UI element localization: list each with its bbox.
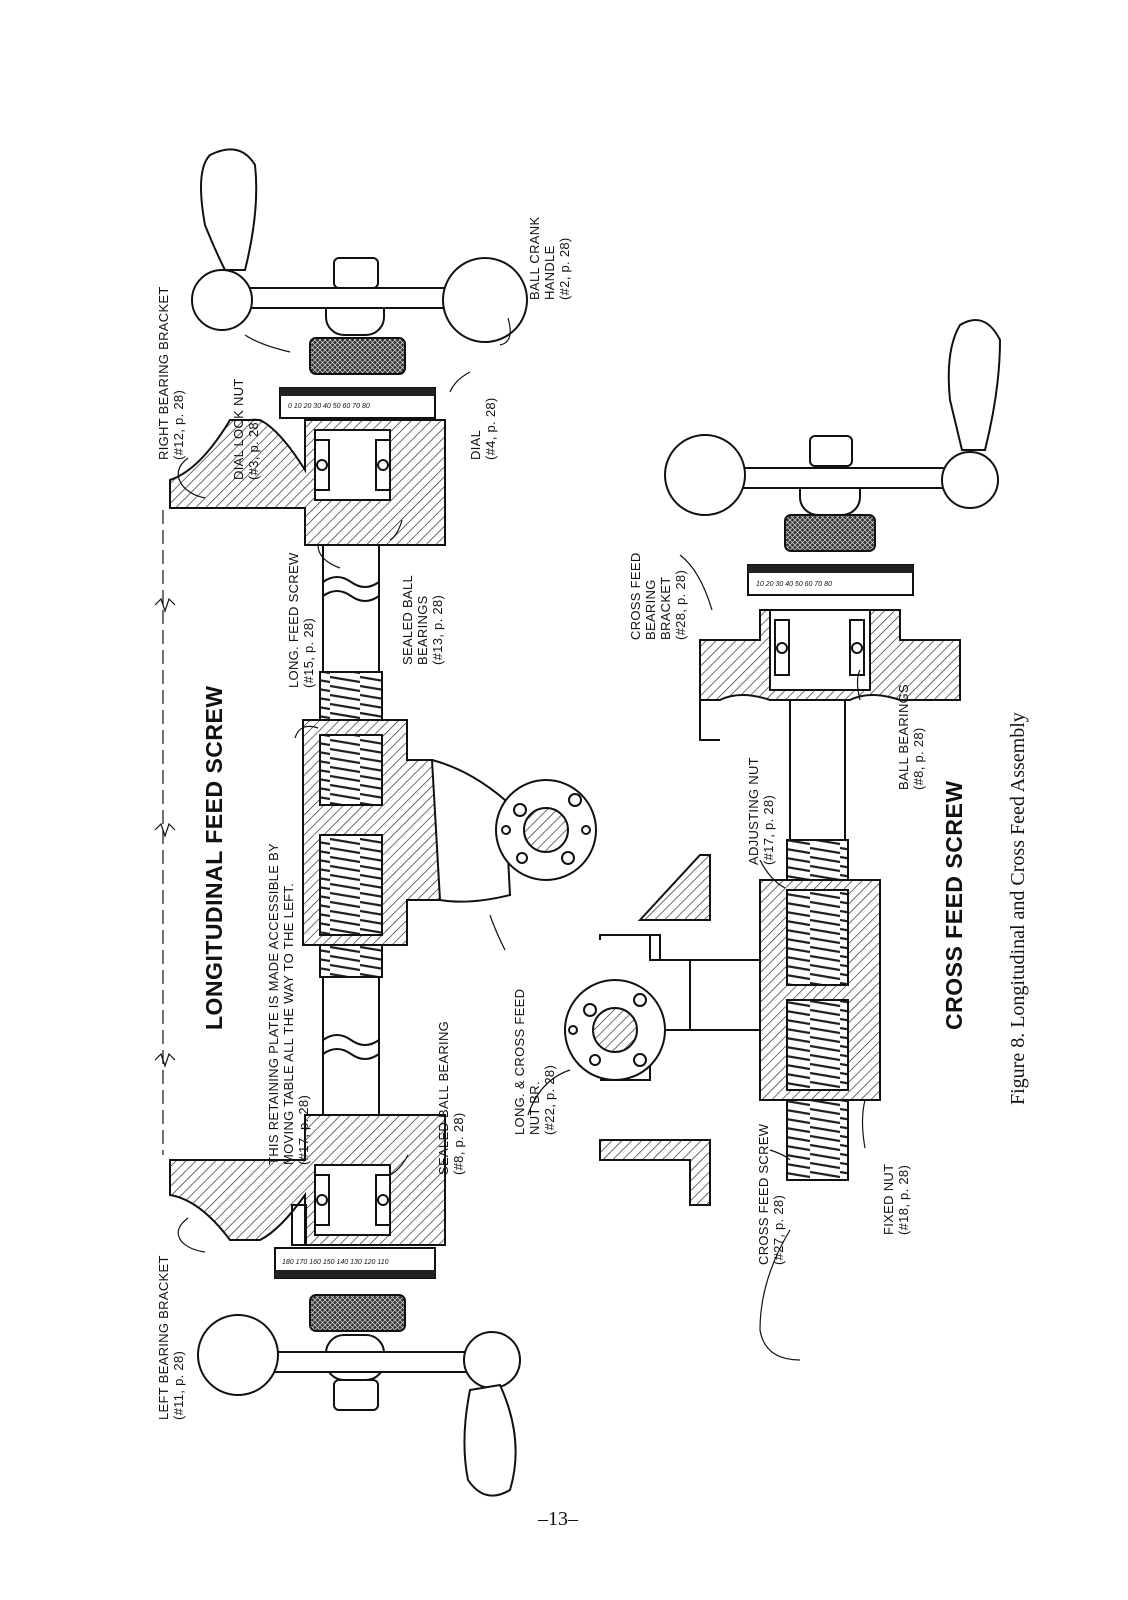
svg-text:(#3, p. 28): (#3, p. 28) xyxy=(246,417,261,480)
cross-crank-ball-left xyxy=(664,434,746,516)
svg-text:BALL BEARINGS: BALL BEARINGS xyxy=(896,684,911,790)
right-crank-ball-left xyxy=(191,269,253,331)
svg-text:(#8, p. 28): (#8, p. 28) xyxy=(451,1112,466,1175)
svg-text:DIAL LOCK NUT: DIAL LOCK NUT xyxy=(231,378,246,480)
label-longitudinal-title: LONGITUDINAL FEED SCREW xyxy=(201,685,227,1030)
svg-text:LEFT BEARING BRACKET: LEFT BEARING BRACKET xyxy=(156,1255,171,1420)
label-ball-crank-handle: BALL CRANK HANDLE (#2, p. 28) xyxy=(527,217,572,300)
label-dial: DIAL (#4, p. 28) xyxy=(468,397,498,460)
right-handle-grip xyxy=(200,148,258,271)
label-cross-title: CROSS FEED SCREW xyxy=(941,780,967,1030)
label-retaining-plate-note: THIS RETAINING PLATE IS MADE ACCESSIBLE … xyxy=(266,843,311,1165)
dial-right-marks: 0 10 20 30 40 50 60 70 80 xyxy=(288,403,370,410)
label-sealed-ball-bearings: SEALED BALL BEARINGS (#13, p. 28) xyxy=(400,575,445,665)
cross-crank-ball-right xyxy=(941,451,999,509)
svg-text:(#13, p. 28): (#13, p. 28) xyxy=(430,595,445,665)
label-dial-lock-nut: DIAL LOCK NUT (#3, p. 28) xyxy=(231,378,261,480)
svg-text:(#27, p. 28): (#27, p. 28) xyxy=(771,1195,786,1265)
cross-hex-nut xyxy=(809,435,853,467)
svg-text:(#17, p. 28): (#17, p. 28) xyxy=(761,795,776,865)
svg-text:(#4, p. 28): (#4, p. 28) xyxy=(483,397,498,460)
svg-text:BEARING: BEARING xyxy=(643,579,658,640)
label-adjusting-nut: ADJUSTING NUT (#17, p. 28) xyxy=(746,757,776,865)
table-way-lower xyxy=(599,1139,711,1206)
label-long-cross-feed-nut: LONG. & CROSS FEED NUT BR. (#22, p. 28) xyxy=(512,989,557,1135)
svg-text:(#12, p. 28): (#12, p. 28) xyxy=(171,390,186,460)
svg-text:SEALED BALL: SEALED BALL xyxy=(400,575,415,665)
svg-text:BRACKET: BRACKET xyxy=(658,576,673,640)
svg-text:(#17, p. 28): (#17, p. 28) xyxy=(296,1095,311,1165)
longitudinal-feed-screw-drawing: 0 10 20 30 40 50 60 70 80 180 170 160 15… xyxy=(154,148,597,1497)
label-fixed-nut: FIXED NUT (#18, p. 28) xyxy=(881,1164,911,1235)
svg-text:CROSS FEED SCREW: CROSS FEED SCREW xyxy=(941,780,967,1030)
svg-text:(#22, p. 28): (#22, p. 28) xyxy=(542,1065,557,1135)
dial-lock-nut xyxy=(309,337,406,375)
label-cross-feed-screw: CROSS FEED SCREW (#27, p. 28) xyxy=(756,1123,786,1265)
right-crank-arm xyxy=(239,287,471,309)
label-long-feed-screw: LONG. FEED SCREW (#15, p. 28) xyxy=(286,552,316,688)
label-sealed-ball-bearing: SEALED BALL BEARING (#8, p. 28) xyxy=(436,1021,466,1175)
right-hex-nut xyxy=(333,257,379,289)
table-way-upper xyxy=(637,854,711,921)
svg-text:ADJUSTING NUT: ADJUSTING NUT xyxy=(746,757,761,865)
cross-feed-screw-drawing: 10 20 30 40 50 60 70 80 xyxy=(564,319,1002,1206)
label-left-bearing-bracket: LEFT BEARING BRACKET (#11, p. 28) xyxy=(156,1255,186,1420)
right-bearing-bracket xyxy=(169,419,446,546)
svg-text:THIS RETAINING PLATE IS MADE: THIS RETAINING PLATE IS MADE ACCESSIBLE … xyxy=(266,843,281,1165)
svg-text:BALL CRANK: BALL CRANK xyxy=(527,217,542,300)
svg-text:LONG. & CROSS FEED: LONG. & CROSS FEED xyxy=(512,989,527,1135)
svg-text:HANDLE: HANDLE xyxy=(542,245,557,300)
svg-text:(#8, p. 28): (#8, p. 28) xyxy=(911,727,926,790)
svg-text:RIGHT BEARING BRACKET: RIGHT BEARING BRACKET xyxy=(156,286,171,460)
svg-text:BEARINGS: BEARINGS xyxy=(415,595,430,665)
svg-text:(#11, p. 28): (#11, p. 28) xyxy=(171,1351,186,1420)
right-crank-ball-right xyxy=(442,257,528,343)
svg-text:(#2, p. 28): (#2, p. 28) xyxy=(557,237,572,300)
left-crank-ball-left xyxy=(197,1314,279,1396)
leader-lines xyxy=(177,317,866,1361)
svg-text:LONGITUDINAL FEED SCREW: LONGITUDINAL FEED SCREW xyxy=(201,685,227,1030)
cross-handle-grip xyxy=(947,319,1002,451)
svg-text:DIAL: DIAL xyxy=(468,430,483,460)
left-hex-nut xyxy=(333,1379,379,1411)
label-right-bearing-bracket: RIGHT BEARING BRACKET (#12, p. 28) xyxy=(156,286,186,460)
svg-text:MOVING TABLE ALL THE WAY TO T: MOVING TABLE ALL THE WAY TO THE LEFT. xyxy=(281,883,296,1165)
dial-left-marks: 180 170 160 150 140 130 120 110 xyxy=(282,1259,389,1266)
svg-text:NUT BR.: NUT BR. xyxy=(527,1081,542,1135)
figure-caption: Figure 8. Longitudinal and Cross Feed As… xyxy=(1007,712,1029,1105)
svg-text:(#28, p. 28): (#28, p. 28) xyxy=(673,570,688,640)
svg-text:(#18, p. 28): (#18, p. 28) xyxy=(896,1165,911,1235)
svg-text:CROSS FEED: CROSS FEED xyxy=(628,552,643,640)
label-cross-feed-bearing-bracket: CROSS FEED BEARING BRACKET (#28, p. 28) xyxy=(628,552,688,640)
label-ball-bearings: BALL BEARINGS (#8, p. 28) xyxy=(896,684,926,790)
left-crank-ball-right xyxy=(463,1331,521,1389)
svg-text:LONG. FEED SCREW: LONG. FEED SCREW xyxy=(286,552,301,688)
svg-text:SEALED BALL BEARING: SEALED BALL BEARING xyxy=(436,1021,451,1175)
svg-text:(#15, p. 28): (#15, p. 28) xyxy=(301,618,316,688)
left-dial-lock-nut xyxy=(309,1294,406,1332)
cross-dial-marks: 10 20 30 40 50 60 70 80 xyxy=(756,581,832,588)
svg-text:CROSS FEED SCREW: CROSS FEED SCREW xyxy=(756,1123,771,1265)
page-number: –13– xyxy=(537,1508,579,1530)
cross-dial-lock-nut xyxy=(784,514,876,552)
left-handle-grip xyxy=(463,1383,517,1497)
svg-text:FIXED NUT: FIXED NUT xyxy=(881,1164,896,1235)
